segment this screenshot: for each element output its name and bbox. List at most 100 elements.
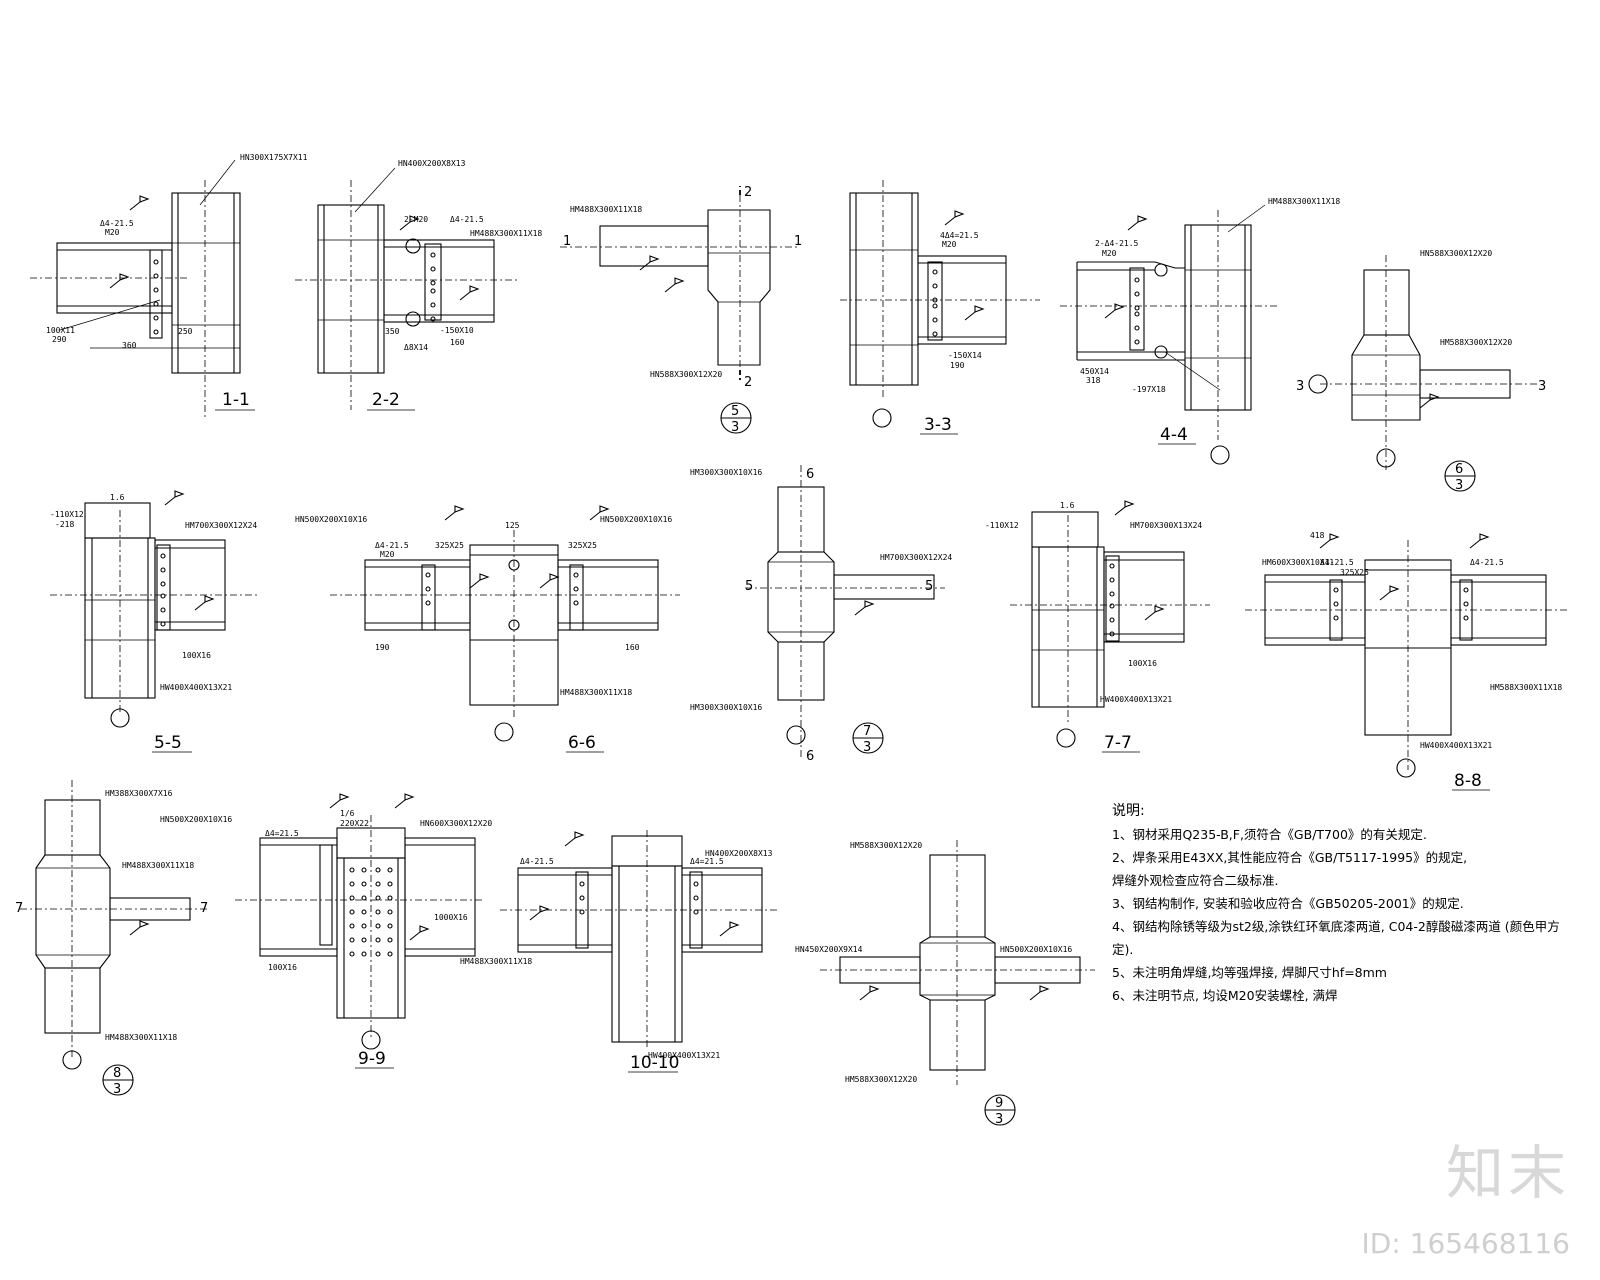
section-6-6: HN500X200X10X16 HN500X200X10X16 Δ4-21.5 … xyxy=(295,505,680,753)
svg-text:125: 125 xyxy=(505,521,520,530)
svg-text:290: 290 xyxy=(52,335,67,344)
svg-text:2-Δ4-21.5: 2-Δ4-21.5 xyxy=(1095,239,1139,248)
svg-text:HN500X200X10X16: HN500X200X10X16 xyxy=(295,515,367,524)
svg-text:318: 318 xyxy=(1086,376,1101,385)
svg-text:HN600X300X12X20: HN600X300X12X20 xyxy=(420,819,492,828)
detail-8-cut-right: 7 xyxy=(200,901,208,916)
svg-text:4Δ4=21.5: 4Δ4=21.5 xyxy=(940,231,979,240)
detail-9-col-top: HM588X300X12X20 xyxy=(850,841,922,850)
svg-text:100X11: 100X11 xyxy=(46,326,75,335)
detail-6-sheet: 3 xyxy=(1455,478,1463,493)
bolt-grid xyxy=(349,867,393,957)
svg-text:HW400X400X13X21: HW400X400X13X21 xyxy=(648,1051,720,1060)
svg-text:350: 350 xyxy=(385,327,400,336)
section-6-6-title: 6-6 xyxy=(568,733,596,753)
section-7-7-title: 7-7 xyxy=(1104,733,1132,753)
section-3-3-title: 3-3 xyxy=(924,415,952,435)
svg-text:-150X10: -150X10 xyxy=(440,326,474,335)
svg-text:6: 6 xyxy=(806,467,814,482)
detail-9-col-bot: HM588X300X12X20 xyxy=(845,1075,917,1084)
section-3-3: 4Δ4=21.5 M20 -150X14 190 3-3 xyxy=(840,180,1040,435)
detail-6-beam: HM588X300X12X20 xyxy=(1440,338,1512,347)
detail-8-cut-left: 7 xyxy=(15,901,23,916)
svg-text:HM300X300X10X16: HM300X300X10X16 xyxy=(690,468,762,477)
svg-text:HM488X300X11X18: HM488X300X11X18 xyxy=(570,205,642,214)
svg-text:HN300X175X7X11: HN300X175X7X11 xyxy=(240,153,308,162)
svg-text:Δ4-21.5: Δ4-21.5 xyxy=(1470,558,1504,567)
detail-8-num: 8 xyxy=(113,1066,121,1081)
section-7-7: 1.6 -110X12 HM700X300X13X24 100X16 HW400… xyxy=(985,500,1210,753)
svg-text:HM488X300X11X18: HM488X300X11X18 xyxy=(105,1033,177,1042)
svg-text:HM300X300X10X16: HM300X300X10X16 xyxy=(690,703,762,712)
svg-text:160: 160 xyxy=(450,338,465,347)
svg-text:-150X14: -150X14 xyxy=(948,351,982,360)
svg-text:100X16: 100X16 xyxy=(1128,659,1157,668)
svg-text:HN588X300X12X20: HN588X300X12X20 xyxy=(650,370,722,379)
note-5: 5、未注明角焊缝,均等强焊接, 焊脚尺寸hf=8mm xyxy=(1112,965,1387,980)
svg-text:220X22: 220X22 xyxy=(340,819,369,828)
detail-9-num: 9 xyxy=(995,1096,1003,1111)
svg-text:HW400X400X13X21: HW400X400X13X21 xyxy=(1100,695,1172,704)
svg-text:Δ4-21.5: Δ4-21.5 xyxy=(100,219,134,228)
notes-title: 说明: xyxy=(1112,803,1145,819)
note-6: 6、未注明节点, 均设M20安装螺栓, 满焊 xyxy=(1112,988,1338,1003)
section-1-1-title: 1-1 xyxy=(222,390,250,410)
detail-5-cut-right: 1 xyxy=(794,234,802,249)
svg-text:HN588X300X12X20: HN588X300X12X20 xyxy=(1420,249,1492,258)
detail-6: 3 3 HN588X300X12X20 HM588X300X12X20 6 3 xyxy=(1296,249,1546,493)
svg-text:HM488X300X11X18: HM488X300X11X18 xyxy=(1268,197,1340,206)
section-10-10-title: 10-10 xyxy=(630,1053,679,1073)
note-1: 1、钢材采用Q235-B,F,须符合《GB/T700》的有关规定. xyxy=(1112,827,1427,842)
svg-text:1000X16: 1000X16 xyxy=(434,913,468,922)
svg-text:1.6: 1.6 xyxy=(110,493,125,502)
svg-text:Δ4-21.5: Δ4-21.5 xyxy=(520,857,554,866)
section-2-2-title: 2-2 xyxy=(372,390,400,410)
svg-text:Δ4-21.5: Δ4-21.5 xyxy=(450,215,484,224)
svg-text:HM388X300X7X16: HM388X300X7X16 xyxy=(105,789,173,798)
note-3: 3、钢结构制作, 安装和验收应符合《GB50205-2001》的规定. xyxy=(1112,896,1464,911)
section-10-10: Δ4-21.5 Δ4=21.5 HN400X200X8X13 HM488X300… xyxy=(460,830,780,1073)
detail-6-num: 6 xyxy=(1455,462,1463,477)
svg-text:HN400X200X8X13: HN400X200X8X13 xyxy=(398,159,466,168)
svg-text:190: 190 xyxy=(375,643,390,652)
svg-text:2: 2 xyxy=(744,185,752,200)
svg-text:Δ4-21.5: Δ4-21.5 xyxy=(375,541,409,550)
section-1-1: HN300X175X7X11 Δ4-21.5 M20 100X11 290 25… xyxy=(30,153,308,420)
section-5-5-title: 5-5 xyxy=(154,733,182,753)
detail-9-beam-right: HN500X200X10X16 xyxy=(1000,945,1072,954)
svg-text:1.6: 1.6 xyxy=(1060,501,1075,510)
svg-text:HN400X200X8X13: HN400X200X8X13 xyxy=(705,849,773,858)
svg-text:250: 250 xyxy=(178,327,193,336)
svg-text:HM700X300X12X24: HM700X300X12X24 xyxy=(185,521,257,530)
svg-text:HW400X400X13X21: HW400X400X13X21 xyxy=(160,683,232,692)
detail-8: 7 7 HM388X300X7X16 HM488X300X11X18 HM488… xyxy=(15,780,210,1097)
note-2: 2、焊条采用E43XX,其性能应符合《GB/T5117-1995》的规定, xyxy=(1112,850,1468,865)
svg-text:HM600X300X10X11: HM600X300X10X11 xyxy=(1262,558,1334,567)
svg-text:M20: M20 xyxy=(1102,249,1117,258)
detail-5-cut-left: 1 xyxy=(563,234,571,249)
svg-text:Δ4-21.5: Δ4-21.5 xyxy=(1320,558,1354,567)
detail-7-num: 7 xyxy=(863,724,871,739)
svg-text:M20: M20 xyxy=(105,228,120,237)
svg-text:HM488X300X11X18: HM488X300X11X18 xyxy=(560,688,632,697)
svg-text:418: 418 xyxy=(1310,531,1325,540)
svg-text:Δ4=21.5: Δ4=21.5 xyxy=(265,829,299,838)
detail-5: 2 2 1 1 HM488X300X11X18 HN588X300X12X20 … xyxy=(560,185,802,435)
section-4-4: HM488X300X11X18 2-Δ4-21.5 M20 450X14 318… xyxy=(1060,197,1340,465)
detail-7: 5 5 6 6 HM300X300X10X16 HM700X300X12X24 … xyxy=(690,465,952,764)
detail-9-beam-left: HN450X200X9X14 xyxy=(795,945,863,954)
svg-text:190: 190 xyxy=(950,361,965,370)
detail-7-sheet: 3 xyxy=(863,740,871,755)
detail-6-cut-right: 3 xyxy=(1538,379,1546,394)
detail-5-sheet: 3 xyxy=(731,420,739,435)
section-8-8: 418 HM600X300X10X11 Δ4-21.5 325X25 Δ4-21… xyxy=(1245,531,1570,791)
detail-6-cut-left: 3 xyxy=(1296,379,1304,394)
svg-text:100X16: 100X16 xyxy=(182,651,211,660)
svg-text:Δ4=21.5: Δ4=21.5 xyxy=(690,857,724,866)
svg-text:-218: -218 xyxy=(55,520,74,529)
svg-text:HM488X300X11X18: HM488X300X11X18 xyxy=(470,229,542,238)
section-5-5: 1.6 -110X12 -218 HM700X300X12X24 100X16 … xyxy=(50,490,260,753)
svg-text:360: 360 xyxy=(122,341,137,350)
detail-7-cut-left: 5 xyxy=(745,579,753,594)
